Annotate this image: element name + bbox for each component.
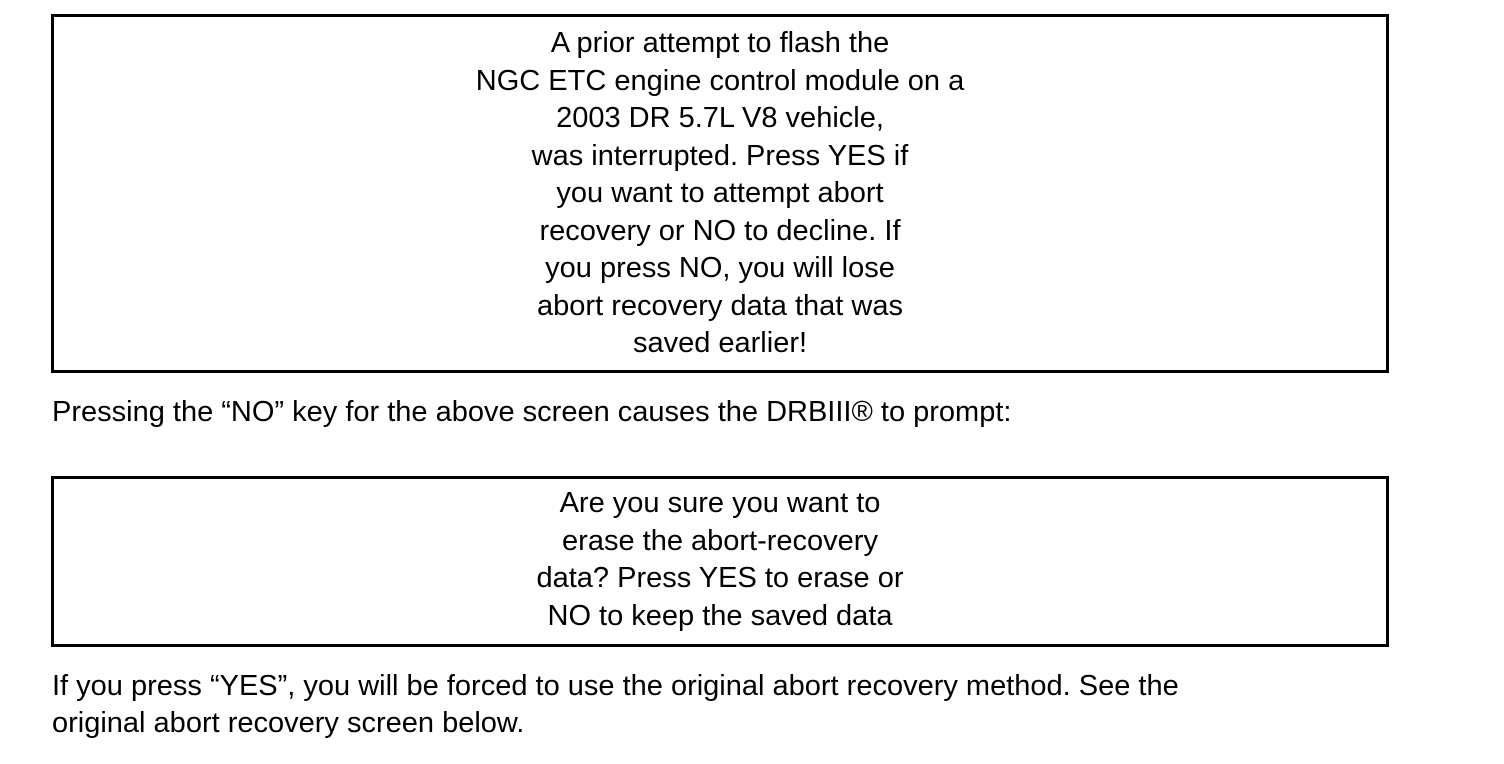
screen-2-line: erase the abort-recovery <box>562 524 878 557</box>
screen-1-line: 2003 DR 5.7L V8 vehicle, <box>556 102 884 134</box>
screen-1-line: you press NO, you will lose <box>545 252 895 284</box>
screen-1-line: saved earlier! <box>632 327 808 359</box>
paragraph-2-line: If you press “YES”, you will be forced t… <box>52 670 1179 702</box>
erase-confirmation-text: Are you sure you want to erase the abort… <box>54 479 1386 635</box>
screen-1-line: NGC ETC engine control module on a <box>475 64 965 97</box>
screen-1-line: A prior attempt to flash the <box>550 27 890 59</box>
erase-confirmation-screen: Are you sure you want to erase the abort… <box>51 476 1389 647</box>
paragraph-2-line: original abort recovery screen below. <box>52 707 525 739</box>
screen-1-line: abort recovery data that was <box>537 289 903 322</box>
screen-2-line: data? Press YES to erase or <box>536 562 904 594</box>
screen-2-line: NO to keep the saved data <box>547 599 893 632</box>
yes-key-explanation-paragraph: If you press “YES”, you will be forced t… <box>52 668 1179 742</box>
screen-1-line: was interrupted. Press YES if <box>531 139 909 172</box>
screen-1-line: recovery or NO to decline. If <box>539 214 901 247</box>
no-key-explanation-paragraph: Pressing the “NO” key for the above scre… <box>52 396 1012 428</box>
screen-2-line: Are you sure you want to <box>559 487 881 519</box>
screen-1-line: you want to attempt abort <box>556 177 884 209</box>
abort-recovery-prompt-text: A prior attempt to flash the NGC ETC eng… <box>54 17 1386 363</box>
abort-recovery-prompt-screen: A prior attempt to flash the NGC ETC eng… <box>51 14 1389 373</box>
